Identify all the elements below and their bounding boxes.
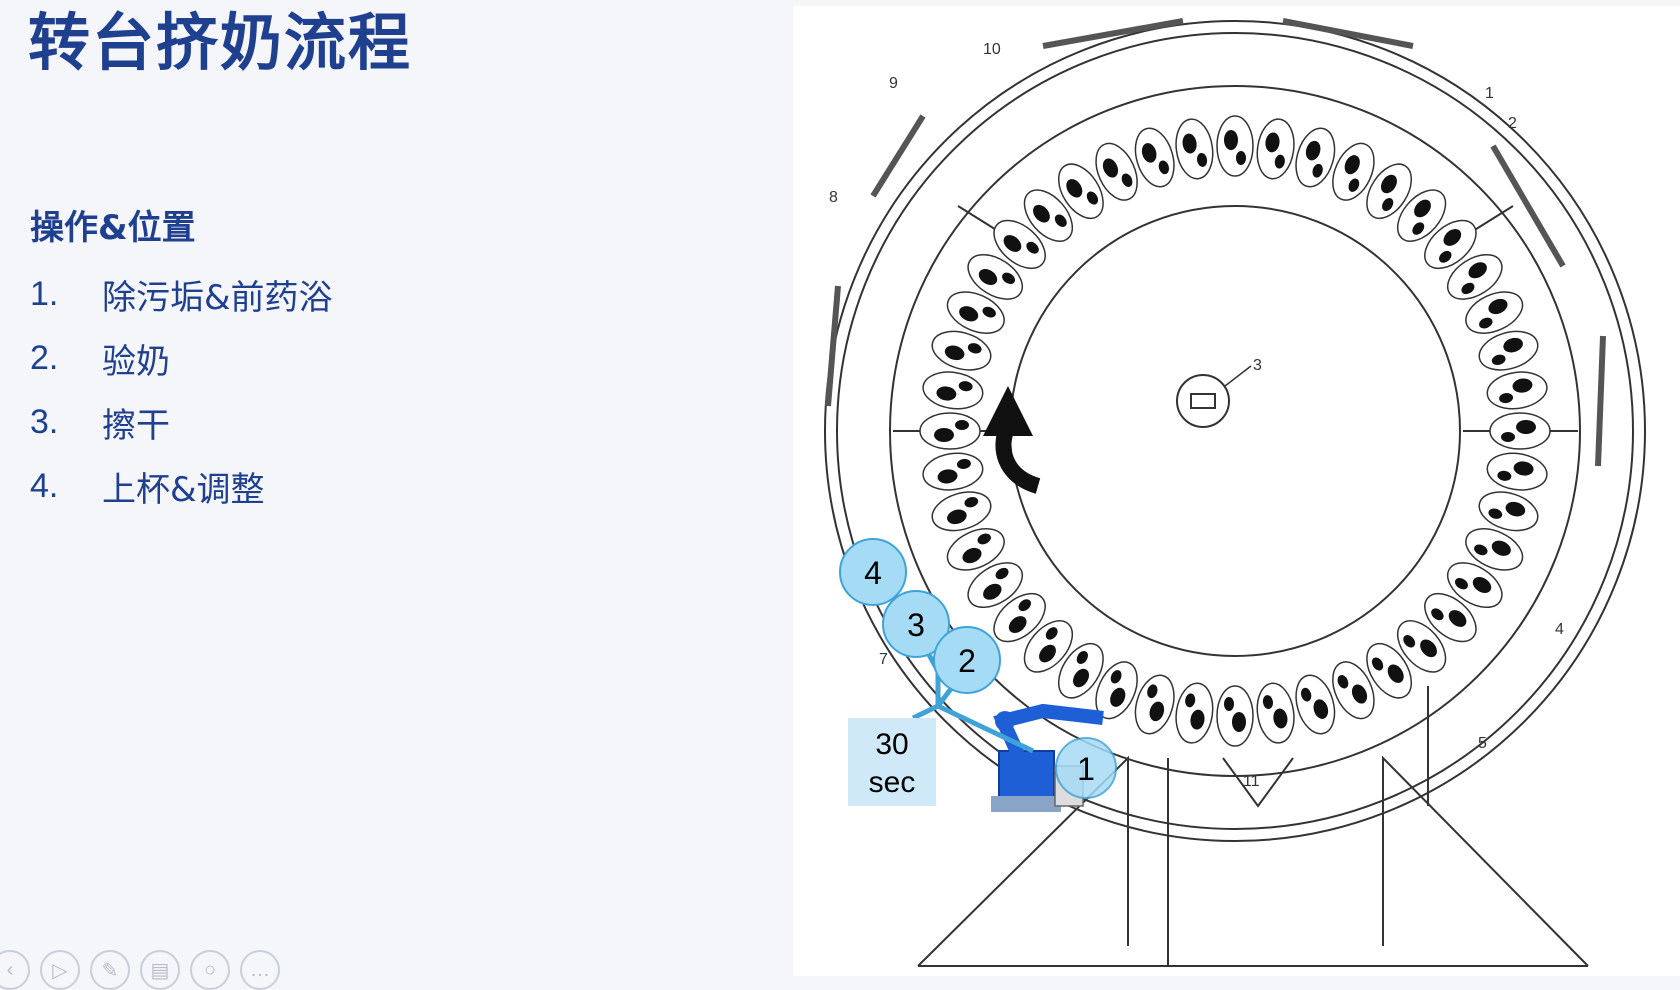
cow-stall <box>1175 682 1214 744</box>
cow-stall <box>946 291 1005 334</box>
step-number: 3. <box>30 402 59 441</box>
cow-stall <box>993 592 1046 643</box>
step-item: 4. 上杯&调整 <box>30 454 333 518</box>
cow-stall <box>1175 118 1214 180</box>
step-list: 1. 除污垢&前药浴 2. 验奶 3. 擦干 4. 上杯&调整 <box>30 262 333 518</box>
callout-2: 2 <box>1508 115 1517 132</box>
cow-stall <box>922 371 984 410</box>
cow-stall <box>1256 682 1295 744</box>
callout-5: 5 <box>1478 735 1487 752</box>
station-badge-1 <box>1055 737 1117 799</box>
cow-stall <box>967 253 1024 300</box>
time-value: 30 <box>875 728 908 761</box>
rotation-arrow-head <box>983 386 1033 436</box>
play-icon[interactable]: ▷ <box>40 950 80 990</box>
callout-4: 4 <box>1555 621 1564 638</box>
cow-stall <box>1095 661 1138 720</box>
hub-callout: 3 <box>1253 357 1262 374</box>
cow-stall <box>1396 620 1447 673</box>
section-heading: 操作&位置 <box>30 208 196 248</box>
step-text: 除污垢&前药浴 <box>102 277 333 318</box>
cow-stall <box>1023 620 1074 673</box>
slides-icon[interactable]: ▤ <box>140 950 180 990</box>
station-badge-1-label: 1 <box>1077 751 1095 787</box>
rotary-parlor-diagram: 3 1 2 4 5 7 8 9 10 11 <box>793 6 1680 976</box>
cow-stall <box>1465 291 1524 334</box>
cow-stall <box>1366 642 1413 699</box>
cow-stall <box>1446 562 1503 609</box>
station-badge-3-label: 3 <box>907 607 925 643</box>
cow-stall <box>931 491 992 532</box>
cow-stall <box>1486 371 1548 410</box>
outer-fence-ring <box>824 20 1646 842</box>
step-number: 4. <box>30 466 59 505</box>
cow-stall <box>1332 661 1375 720</box>
time-box <box>848 718 936 806</box>
step-item: 2. 验奶 <box>30 326 333 390</box>
cow-stall <box>946 528 1005 571</box>
cow-stall <box>1332 142 1375 201</box>
station-badge-2-label: 2 <box>958 643 976 679</box>
cow-stall <box>1134 127 1175 188</box>
step-number: 2. <box>30 338 59 377</box>
cow-stall <box>1256 118 1295 180</box>
step-item: 3. 擦干 <box>30 390 333 454</box>
cow-stall <box>1478 491 1539 532</box>
cow-stall <box>922 452 984 491</box>
cow-stall <box>1489 412 1551 450</box>
zoom-icon[interactable]: ○ <box>190 950 230 990</box>
cow-stall <box>1486 452 1548 491</box>
entrance-lane-left <box>917 755 1129 967</box>
station-badge-4 <box>839 538 907 606</box>
cow-stall <box>993 219 1046 270</box>
cow-stall <box>1424 219 1477 270</box>
more-icon[interactable]: … <box>240 950 280 990</box>
step-item: 1. 除污垢&前药浴 <box>30 262 333 326</box>
cow-stall <box>919 412 981 450</box>
parlor-drawing: 3 1 2 4 5 7 8 9 10 11 <box>824 18 1646 967</box>
cow-stall <box>1295 674 1336 735</box>
station-badge-4-label: 4 <box>864 555 882 591</box>
step-text: 擦干 <box>102 405 170 446</box>
callout-9: 9 <box>889 75 898 92</box>
cow-stall <box>1095 142 1138 201</box>
cow-stall <box>1465 528 1524 571</box>
time-unit: sec <box>869 766 916 799</box>
cow-stall <box>1216 685 1254 747</box>
outer-fence-ring-inner <box>836 32 1634 830</box>
cow-stall <box>1023 189 1074 242</box>
cow-stall <box>1216 115 1254 177</box>
cow-stall <box>1134 674 1175 735</box>
station-badge-3 <box>882 590 950 658</box>
callout-11: 11 <box>1243 773 1260 790</box>
cow-stall <box>1366 163 1413 220</box>
cow-stall <box>931 330 992 371</box>
cow-stalls <box>919 115 1551 747</box>
station-badge-2 <box>933 626 1001 694</box>
callout-7: 7 <box>879 651 888 668</box>
rotation-hub <box>1176 374 1230 428</box>
prev-icon[interactable]: ‹ <box>0 950 30 990</box>
cow-stall <box>1396 189 1447 242</box>
step-text: 上杯&调整 <box>102 469 265 510</box>
pen-icon[interactable]: ✎ <box>90 950 130 990</box>
center-lanes <box>1167 757 1294 966</box>
step-text: 验奶 <box>102 341 170 382</box>
cow-stall <box>1424 592 1477 643</box>
callout-1: 1 <box>1485 85 1494 102</box>
cow-stall <box>1295 127 1336 188</box>
slide-title: 转台挤奶流程 <box>28 6 413 79</box>
entrance-lane-right <box>1382 755 1589 967</box>
callout-10: 10 <box>983 41 1001 58</box>
cow-stall <box>1057 163 1104 220</box>
cow-stall <box>1446 253 1503 300</box>
slideshow-toolbar: ‹ ▷ ✎ ▤ ○ … <box>0 950 280 990</box>
step-number: 1. <box>30 274 59 313</box>
platform-inner-ring <box>1009 205 1461 657</box>
callout-8: 8 <box>829 189 838 206</box>
cow-stall <box>1057 642 1104 699</box>
cow-stall <box>967 562 1024 609</box>
cow-stall <box>1478 330 1539 371</box>
